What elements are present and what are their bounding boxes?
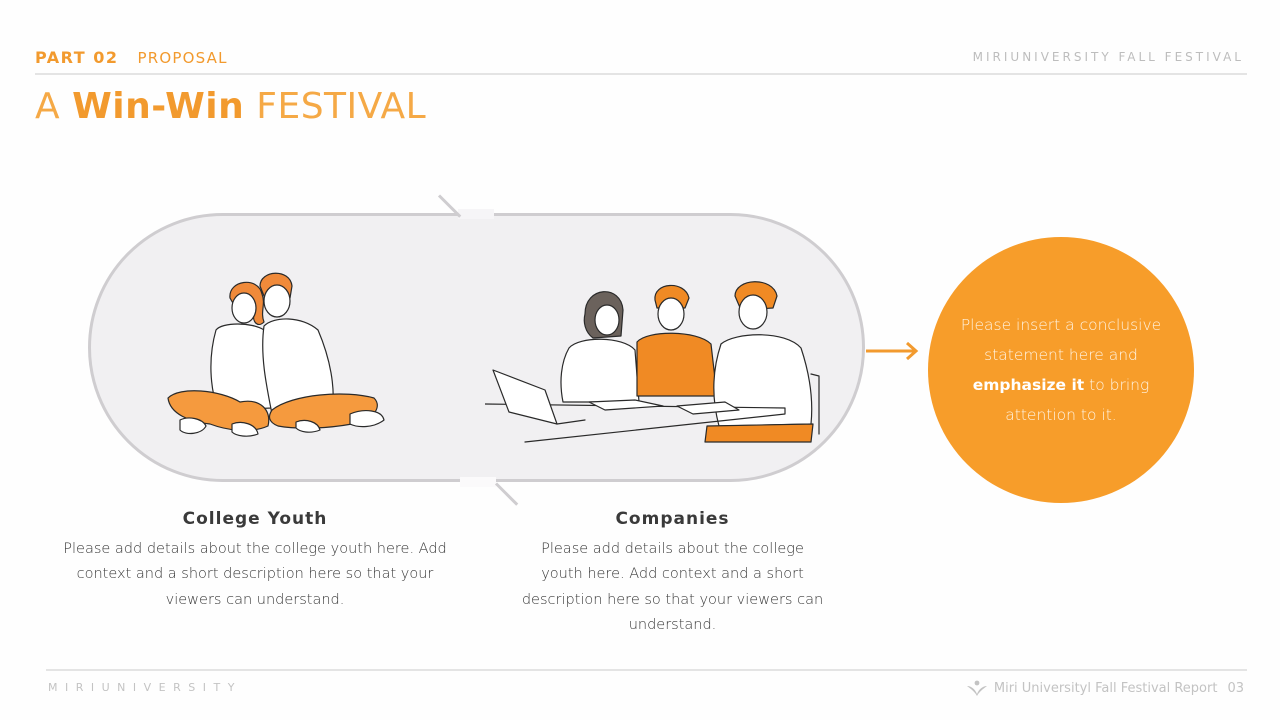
conclusion-circle: Please insert a conclusive statement her… bbox=[928, 237, 1194, 503]
footer-report: Miri Universityl Fall Festival Report 03 bbox=[966, 680, 1244, 696]
section-header: PART 02 PROPOSAL bbox=[35, 48, 228, 67]
companies-illustration bbox=[485, 281, 820, 443]
top-divider bbox=[35, 73, 1247, 75]
conclusion-emphasis: emphasize it bbox=[972, 376, 1085, 394]
card-body: Please add details about the college you… bbox=[521, 541, 824, 633]
card-college-youth: College Youth Please add details about t… bbox=[55, 509, 455, 613]
card-body: Please add details about the college you… bbox=[63, 541, 447, 608]
arrow-right-icon bbox=[866, 341, 919, 361]
conclusion-text: Please insert a conclusive statement her… bbox=[960, 316, 1162, 424]
part-label: PART 02 bbox=[35, 48, 119, 67]
cycle-arrowhead-bottom bbox=[494, 482, 519, 506]
bottom-divider bbox=[46, 669, 1247, 671]
card-heading: College Youth bbox=[182, 509, 328, 529]
report-title: Miri Universityl Fall Festival Report bbox=[993, 680, 1218, 696]
footer-brand: MIRIUNIVERSITY bbox=[48, 681, 242, 694]
title-prefix: A bbox=[35, 86, 61, 127]
page-title: A Win-Win FESTIVAL bbox=[35, 86, 426, 127]
card-companies: Companies Please add details about the c… bbox=[520, 509, 825, 638]
page-number: 03 bbox=[1227, 680, 1244, 696]
youth-illustration bbox=[167, 272, 385, 437]
section-label: PROPOSAL bbox=[137, 49, 228, 67]
cycle-gap-top bbox=[458, 209, 494, 219]
logo-icon bbox=[966, 680, 987, 696]
brand-label: MIRIUNIVERSITY FALL FESTIVAL bbox=[972, 50, 1244, 64]
title-emphasis: Win-Win bbox=[72, 86, 245, 127]
card-heading: Companies bbox=[615, 509, 730, 529]
cycle-gap-bottom bbox=[460, 477, 496, 487]
title-suffix: FESTIVAL bbox=[256, 86, 427, 127]
